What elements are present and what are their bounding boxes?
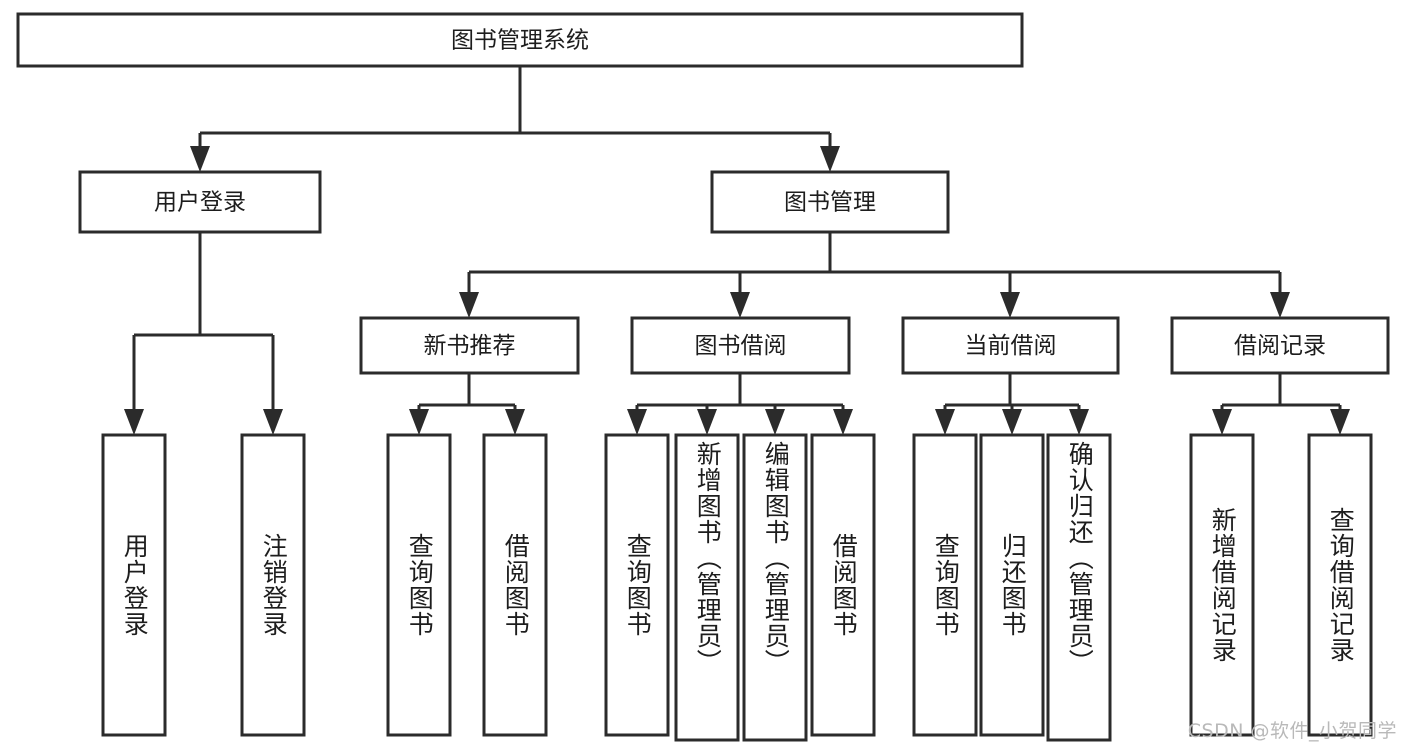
arrow-head-icon <box>409 409 429 435</box>
arrow-head-icon <box>1212 409 1232 435</box>
leaf-node-box[interactable] <box>482 433 548 737</box>
connector-group <box>190 66 840 172</box>
arrow-head-icon <box>1069 409 1089 435</box>
arrow-head-icon <box>263 409 283 435</box>
arrow-head-icon <box>505 409 525 435</box>
arrow-head-icon <box>935 409 955 435</box>
level2-node-label: 图书管理 <box>784 190 876 216</box>
connector-group <box>459 232 1290 318</box>
leaf-node-box[interactable] <box>1046 433 1112 742</box>
level3-node-label: 图书借阅 <box>695 333 787 359</box>
connector-group <box>1212 373 1350 435</box>
connector-group <box>627 373 853 435</box>
level3-node-box[interactable] <box>359 316 580 375</box>
arrow-head-icon <box>1000 292 1020 318</box>
leaf-node-box[interactable] <box>240 433 306 737</box>
connector-layer <box>124 66 1350 435</box>
arrow-head-icon <box>627 409 647 435</box>
root-node-box[interactable] <box>16 12 1024 68</box>
watermark-label: CSDN @软件_小贺同学 <box>1187 720 1397 742</box>
arrow-head-icon <box>1330 409 1350 435</box>
level3-node-label: 新书推荐 <box>424 333 516 359</box>
level2-node-label: 用户登录 <box>154 190 246 216</box>
leaf-node-box[interactable] <box>1307 433 1373 737</box>
level3-node-label: 当前借阅 <box>965 333 1057 359</box>
leaf-node-box[interactable] <box>604 433 670 737</box>
connector-group <box>935 373 1089 435</box>
arrow-head-icon <box>124 409 144 435</box>
leaf-node-box[interactable] <box>742 433 808 742</box>
arrow-head-icon <box>730 292 750 318</box>
level3-node-box[interactable] <box>630 316 851 375</box>
node-box-layer <box>16 12 1390 742</box>
level3-node-label: 借阅记录 <box>1234 333 1326 359</box>
level3-node-box[interactable] <box>1170 316 1390 375</box>
arrow-head-icon <box>765 409 785 435</box>
level2-node-box[interactable] <box>710 170 950 234</box>
leaf-node-box[interactable] <box>1189 433 1255 737</box>
leaf-node-box[interactable] <box>386 433 452 737</box>
arrow-head-icon <box>459 292 479 318</box>
leaf-node-box[interactable] <box>912 433 978 737</box>
arrow-head-icon <box>833 409 853 435</box>
arrow-head-icon <box>697 409 717 435</box>
leaf-node-box[interactable] <box>674 433 740 742</box>
arrow-head-icon <box>820 146 840 172</box>
leaf-node-box[interactable] <box>101 433 167 737</box>
level3-node-box[interactable] <box>901 316 1120 375</box>
leaf-node-box[interactable] <box>810 433 876 737</box>
connector-group <box>409 373 525 435</box>
leaf-node-box[interactable] <box>979 433 1045 737</box>
arrow-head-icon <box>190 146 210 172</box>
connector-group <box>124 232 283 435</box>
arrow-head-icon <box>1002 409 1022 435</box>
level2-node-box[interactable] <box>78 170 322 234</box>
root-node-label: 图书管理系统 <box>451 28 589 54</box>
arrow-head-icon <box>1270 292 1290 318</box>
